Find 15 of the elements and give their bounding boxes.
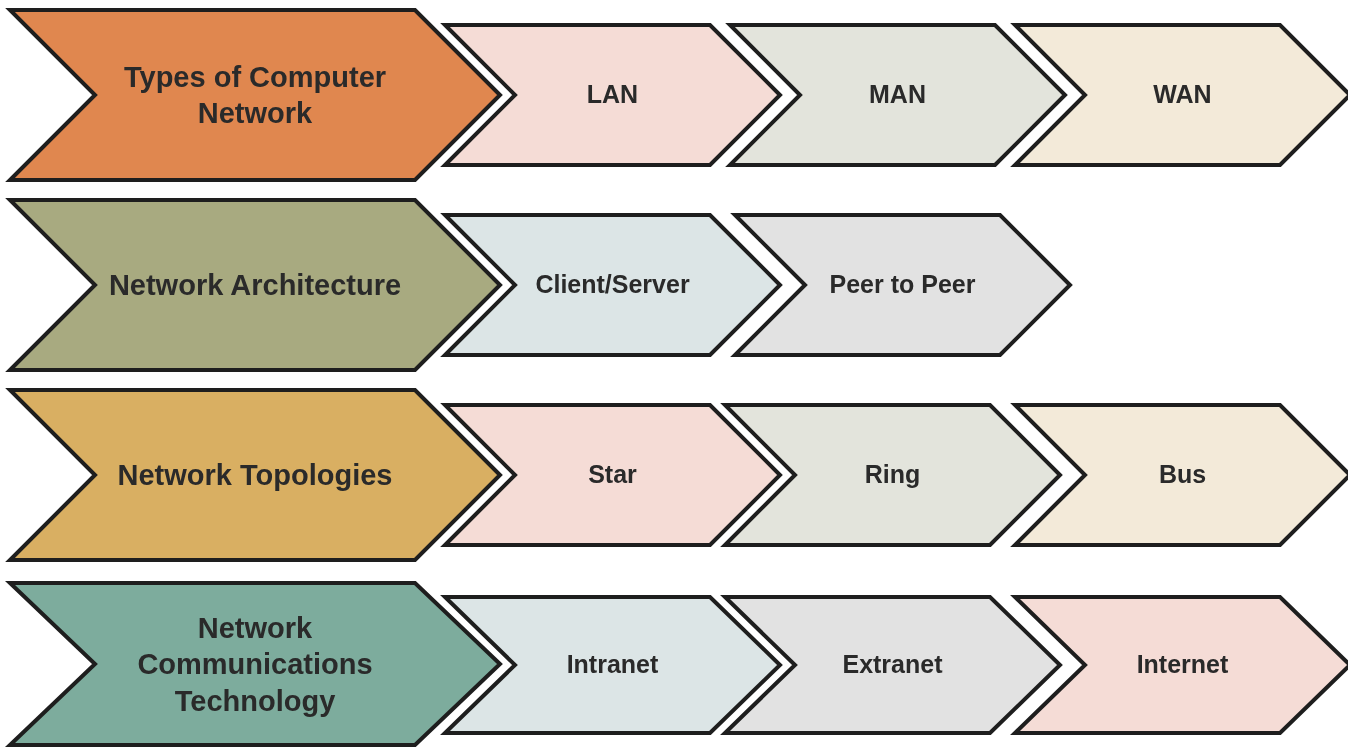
item-label: Star [587, 459, 638, 491]
item-label: Extranet [841, 649, 944, 681]
item-label: Peer to Peer [828, 269, 977, 301]
item-label: Bus [1157, 459, 1208, 491]
item-label: Ring [863, 459, 922, 491]
item-label: Client/Server [534, 269, 691, 301]
item-label: WAN [1152, 79, 1213, 111]
category-label: Network Communications Technology [136, 610, 374, 719]
item-label: Internet [1135, 649, 1230, 681]
item-label: LAN [585, 79, 640, 111]
item-label: Intranet [565, 649, 660, 681]
item-label: MAN [868, 79, 927, 111]
category-label: Network Architecture [107, 267, 403, 303]
category-label: Types of Computer Network [122, 59, 388, 131]
category-label: Network Topologies [116, 457, 394, 493]
